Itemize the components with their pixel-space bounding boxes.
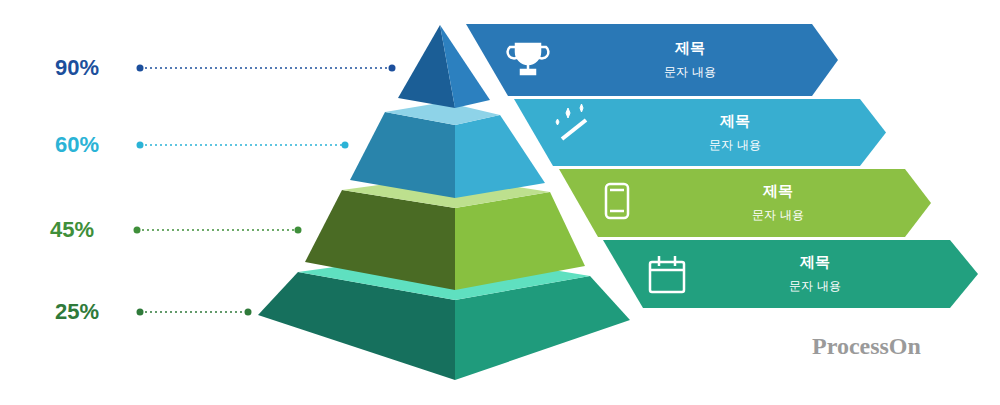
- leader-line: [140, 67, 392, 68]
- leader-dot: [137, 309, 144, 316]
- percent-label: 45%: [50, 217, 94, 243]
- percent-label: 25%: [55, 299, 99, 325]
- banner-fill: [514, 99, 886, 166]
- banner-title: 제목: [675, 39, 705, 58]
- arrow-banner: 제목문자 내용: [603, 240, 978, 308]
- arrow-banner: 제목문자 내용: [514, 99, 886, 166]
- banner-title: 제목: [720, 112, 750, 131]
- percent-label: 60%: [55, 132, 99, 158]
- banner-shape: [603, 240, 978, 308]
- pyramid-face: [455, 192, 585, 290]
- leader-dot: [134, 227, 141, 234]
- leader-line: [140, 144, 345, 145]
- phone-icon: [606, 184, 628, 218]
- trophy-icon: [508, 44, 549, 74]
- banner-fill: [603, 240, 978, 308]
- pyramid-face: [305, 190, 455, 290]
- banner-shape: [559, 169, 931, 237]
- banner-text: 문자 내용: [709, 137, 761, 154]
- percent-label: 90%: [55, 55, 99, 81]
- leader-dot: [389, 65, 396, 72]
- leader-dot: [295, 227, 302, 234]
- arrow-banner: 제목문자 내용: [466, 24, 838, 96]
- watermark: ProcessOn: [812, 333, 921, 360]
- banner-title: 제목: [800, 253, 830, 272]
- leader-dot: [245, 309, 252, 316]
- banner-text: 문자 내용: [752, 207, 804, 224]
- leader-lines: [137, 68, 392, 312]
- calendar-icon: [650, 256, 684, 292]
- leader-dot: [137, 142, 144, 149]
- leader-line: [140, 311, 248, 312]
- banner-title: 제목: [763, 182, 793, 201]
- leader-dot: [137, 65, 144, 72]
- leader-line: [137, 229, 298, 230]
- banner-fill: [559, 169, 931, 237]
- leader-dot: [342, 142, 349, 149]
- banner-text: 문자 내용: [664, 64, 716, 81]
- wand-icon: [556, 104, 586, 139]
- banner-shape: [466, 24, 838, 96]
- banner-fill: [466, 24, 838, 96]
- banner-shape: [514, 99, 886, 166]
- arrow-banner: 제목문자 내용: [559, 169, 931, 237]
- leader-dots: [134, 65, 396, 316]
- pyramid-face: [350, 112, 455, 198]
- banner-text: 문자 내용: [789, 278, 841, 295]
